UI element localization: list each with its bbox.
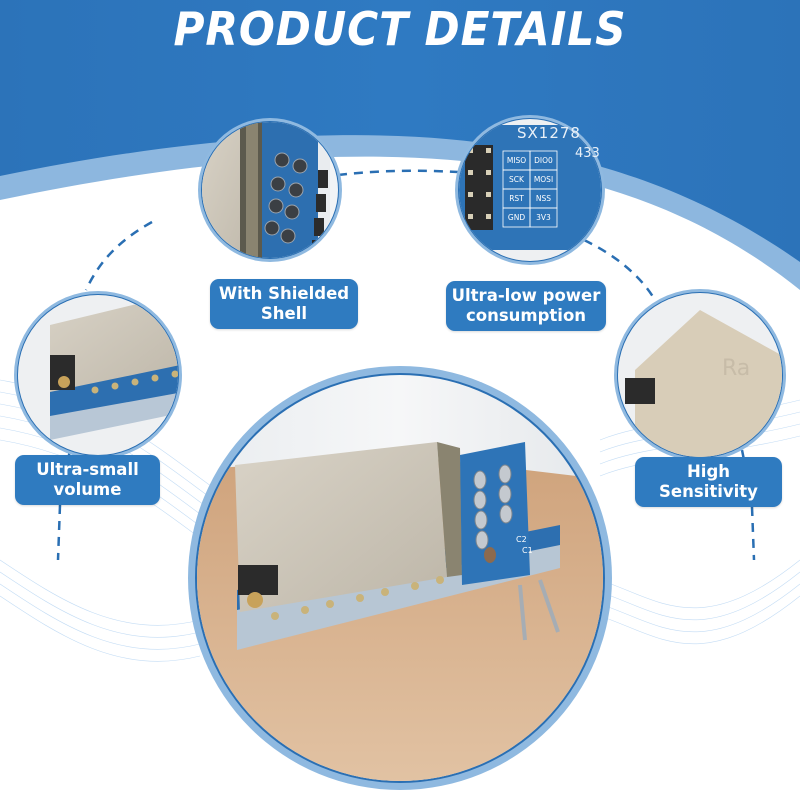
pin-label: DIO0 bbox=[534, 156, 553, 165]
pin-label: SCK bbox=[509, 175, 524, 184]
feature-label-shielded-shell: With Shielded Shell bbox=[210, 279, 358, 329]
pin-label: MISO bbox=[506, 156, 527, 165]
feature-label-line: With Shielded bbox=[218, 284, 350, 303]
pinout-photo bbox=[455, 115, 605, 265]
frequency-marking: 433 bbox=[575, 146, 600, 161]
chip-marking: SX1278 bbox=[517, 124, 581, 142]
board-mark-c1: C1 bbox=[522, 546, 533, 555]
feature-label-line: Sensitivity bbox=[659, 482, 758, 501]
feature-label-high-sensitivity: High Sensitivity bbox=[635, 457, 782, 507]
pin-label: RST bbox=[509, 194, 524, 203]
feature-label-line: High bbox=[686, 462, 731, 481]
header-band bbox=[0, 0, 800, 290]
pin-label-grid: MISO DIO0 SCK MOSI RST NSS GND 3V3 bbox=[503, 151, 557, 227]
shielded-shell-photo bbox=[198, 118, 342, 262]
svg-text:Ra: Ra bbox=[722, 356, 750, 381]
pin-label: NSS bbox=[535, 194, 552, 203]
feature-label-line: volume bbox=[53, 480, 122, 499]
pin-label: GND bbox=[507, 213, 526, 222]
feature-label-line: Ultra-low power bbox=[451, 286, 601, 305]
pin-label: 3V3 bbox=[536, 213, 551, 222]
main-product-photo bbox=[188, 366, 612, 790]
feature-label-low-power: Ultra-low power consumption bbox=[446, 281, 606, 331]
page-title: PRODUCT DETAILS bbox=[173, 2, 627, 56]
feature-label-line: Ultra-small bbox=[36, 460, 139, 479]
feature-label-small-volume: Ultra-small volume bbox=[15, 455, 160, 505]
board-mark-c2: C2 bbox=[516, 535, 527, 544]
high-sensitivity-photo: Ra bbox=[614, 289, 786, 461]
pin-label: MOSI bbox=[533, 175, 554, 184]
feature-label-line: Shell bbox=[260, 304, 308, 323]
feature-label-line: consumption bbox=[465, 306, 587, 325]
